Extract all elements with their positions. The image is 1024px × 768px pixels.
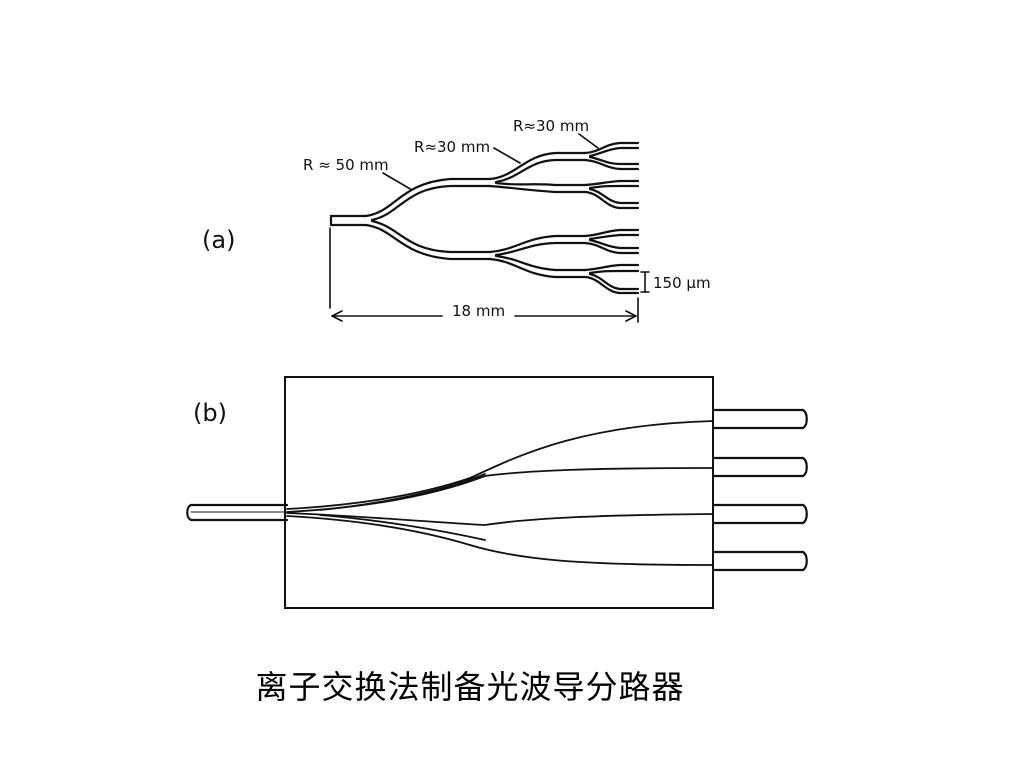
leader-r30-third xyxy=(578,133,599,149)
figure-caption: 离子交换法制备光波导分路器 xyxy=(255,668,685,706)
substrate-chip xyxy=(284,376,714,609)
chip-waveguides xyxy=(286,420,714,566)
panel-b-label: (b) xyxy=(193,399,227,427)
radius-label-third: R≈30 mm xyxy=(513,117,589,135)
input-fiber xyxy=(186,503,289,522)
third-split-3 xyxy=(583,228,640,255)
second-split-upper xyxy=(488,151,587,194)
first-split-branches xyxy=(364,177,492,261)
radius-label-second: R≈30 mm xyxy=(414,138,490,156)
length-dimension xyxy=(329,227,639,323)
pitch-label: 150 μm xyxy=(653,274,711,292)
output-fiber-1 xyxy=(711,408,808,430)
panel-b xyxy=(186,376,808,609)
leader-r30-second xyxy=(493,147,521,164)
radius-label-first: R ≈ 50 mm xyxy=(303,156,389,174)
panel-a-label: (a) xyxy=(202,226,235,254)
third-split-2 xyxy=(583,179,640,210)
third-split-4 xyxy=(583,263,640,295)
panel-a: (a) xyxy=(202,133,650,323)
length-label: 18 mm xyxy=(452,302,505,320)
leader-r50 xyxy=(382,172,413,191)
third-split-1 xyxy=(583,141,640,171)
output-fiber-2 xyxy=(711,456,808,478)
second-split-lower xyxy=(488,234,587,279)
input-waveguide xyxy=(329,214,368,227)
pitch-bracket xyxy=(640,271,650,293)
output-fiber-3 xyxy=(711,503,808,525)
output-fiber-4 xyxy=(711,550,808,572)
